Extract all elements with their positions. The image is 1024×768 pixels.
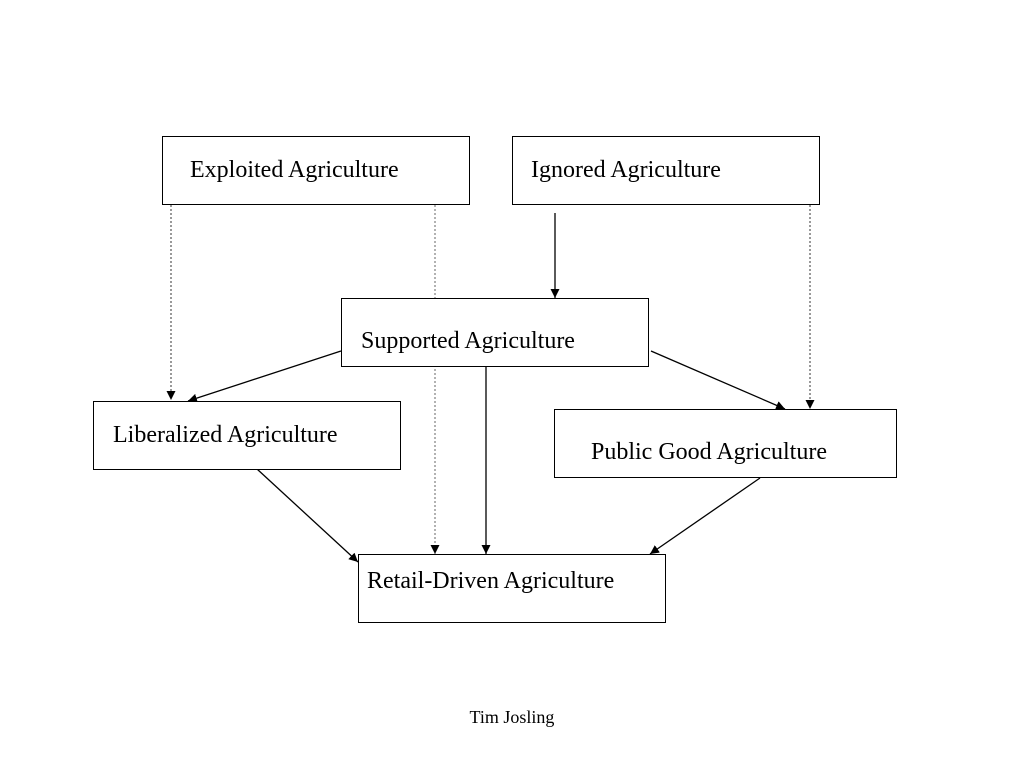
node-retail-driven-agriculture: Retail-Driven Agriculture	[358, 554, 666, 623]
edge-liberalized-to-retail-driven	[256, 468, 359, 563]
node-label: Supported Agriculture	[361, 328, 575, 354]
node-liberalized-agriculture: Liberalized Agriculture	[93, 401, 401, 470]
node-label: Retail-Driven Agriculture	[367, 568, 615, 594]
edge-supported-to-liberalized	[187, 350, 342, 403]
edge-public-good-to-retail-driven	[649, 477, 761, 555]
edge-supported-to-public-good	[650, 350, 786, 410]
node-label: Exploited Agriculture	[190, 157, 399, 183]
node-ignored-agriculture: Ignored Agriculture	[512, 136, 820, 205]
node-exploited-agriculture: Exploited Agriculture	[162, 136, 470, 205]
node-supported-agriculture: Supported Agriculture	[341, 298, 649, 367]
node-label: Public Good Agriculture	[591, 439, 827, 465]
footer-author: Tim Josling	[469, 707, 555, 727]
node-public-good-agriculture: Public Good Agriculture	[554, 409, 897, 478]
node-label: Liberalized Agriculture	[113, 422, 338, 448]
node-label: Ignored Agriculture	[531, 157, 721, 183]
